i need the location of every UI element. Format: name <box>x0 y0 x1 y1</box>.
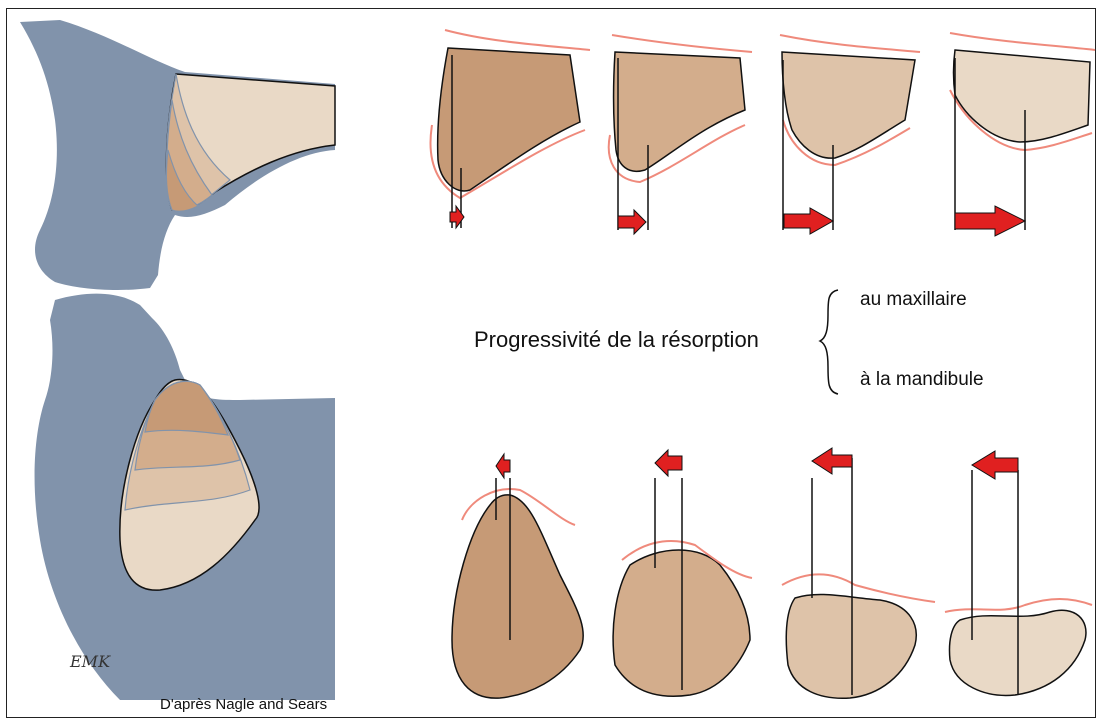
source-credit: D'après Nagle and Sears <box>160 696 327 713</box>
maxilla-stage-1 <box>430 30 590 228</box>
resorption-arrow <box>618 210 646 234</box>
mandible-stage-1 <box>452 454 583 698</box>
resorption-arrow <box>812 448 852 474</box>
brace-item-mandible: à la mandibule <box>860 369 984 391</box>
brace <box>820 290 838 394</box>
maxilla-profile <box>782 52 915 158</box>
resorption-arrow <box>655 450 682 476</box>
resorption-arrow <box>972 451 1018 479</box>
resorption-arrow <box>955 206 1025 236</box>
gum-line <box>445 30 590 50</box>
artist-signature: EMK <box>70 652 110 671</box>
mandible-stage-2 <box>613 450 752 696</box>
maxilla-stage-2 <box>609 35 752 234</box>
gum-line <box>780 35 920 52</box>
resorption-arrow <box>496 454 510 478</box>
brace-item-maxilla: au maxillaire <box>860 289 967 311</box>
mandible-stages <box>452 448 1092 698</box>
gum-line <box>612 35 752 52</box>
figure-title: Progressivité de la résorption <box>474 327 759 353</box>
maxilla-profile <box>614 52 745 171</box>
gum-line <box>950 33 1095 50</box>
mandible-profile <box>452 495 583 698</box>
mandible-stage-3 <box>782 448 935 698</box>
maxilla-stages <box>430 30 1095 236</box>
mandible-profile <box>786 595 916 699</box>
maxilla-stage-3 <box>780 35 920 234</box>
maxilla-profile <box>954 50 1091 142</box>
maxilla-stage-4 <box>950 33 1095 236</box>
mandible-stage-4 <box>945 451 1092 695</box>
resorption-arrow <box>784 208 833 234</box>
sagittal-section <box>20 20 335 700</box>
